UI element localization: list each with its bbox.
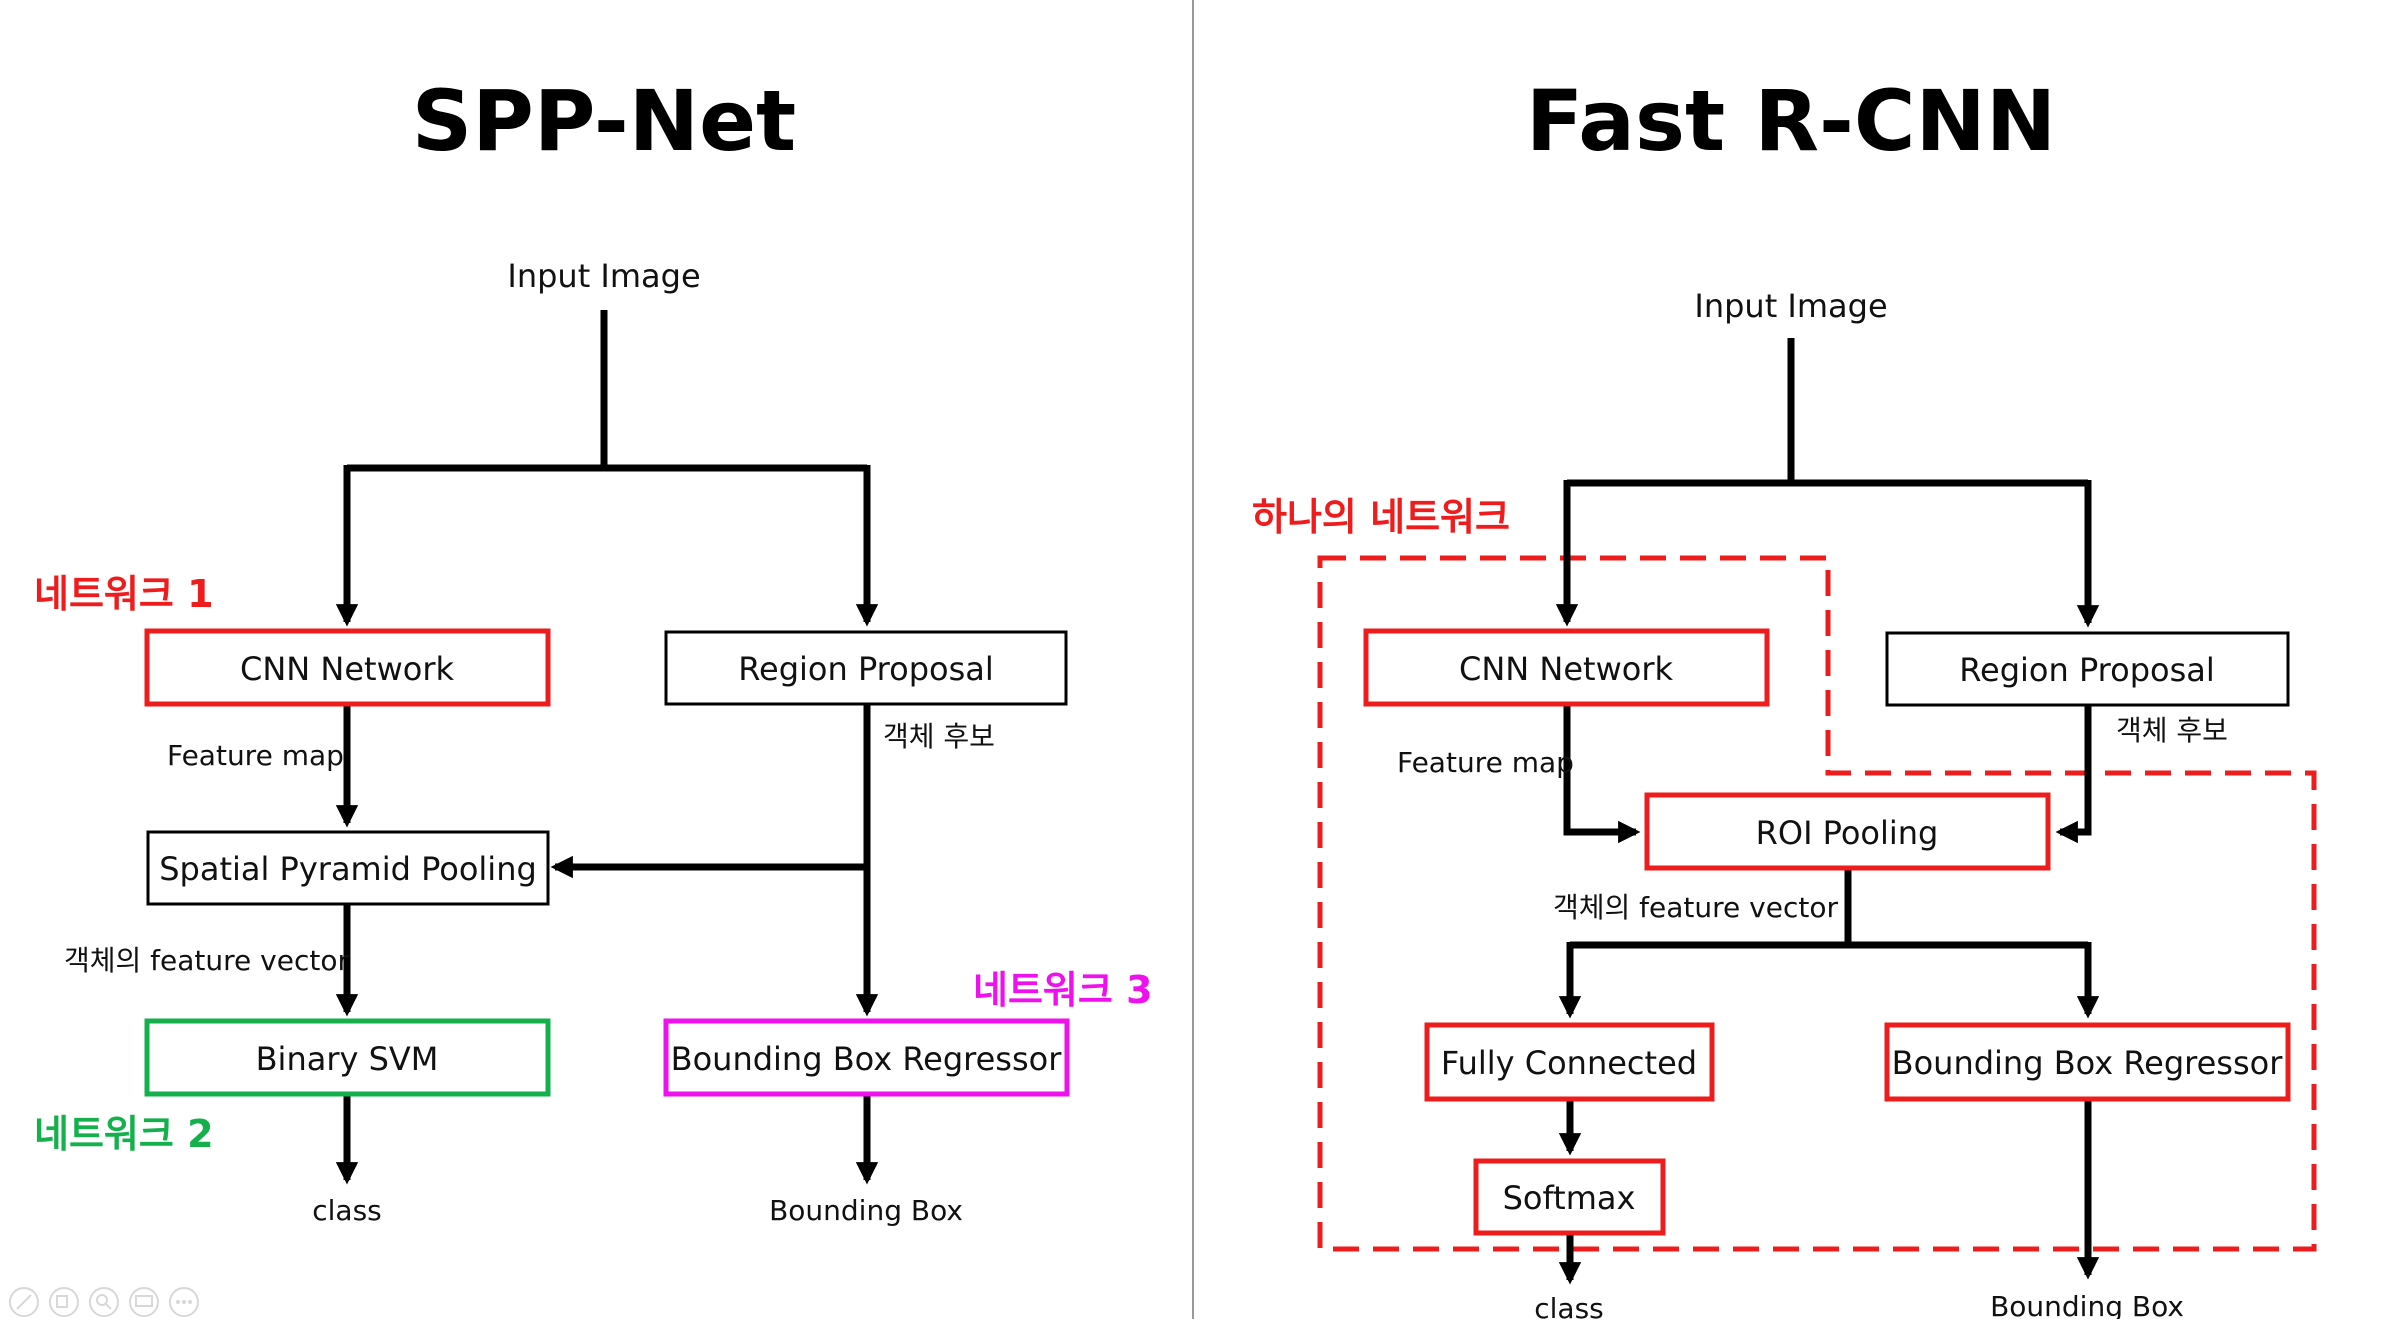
frcnn-cnn-network-label: CNN Network [1459,650,1673,688]
spp-net-panel: SPP-Net Input Image CNN Network Region P… [34,72,1153,1227]
fast-rcnn-panel: Fast R-CNN Input Image 하나의 네트워크 CNN Netw… [1252,72,2317,1319]
single-network-boundary [1317,555,2317,1252]
slideshow-toolbar [9,1287,199,1317]
pen-icon[interactable] [9,1287,39,1317]
spp-bbox-regressor-label: Bounding Box Regressor [671,1040,1063,1078]
spp-feature-map-label: Feature map [167,739,344,772]
spp-region-proposal-label: Region Proposal [738,650,994,688]
spp-input-image-label: Input Image [507,257,700,295]
slideshow-icon[interactable] [129,1287,159,1317]
frcnn-fully-connected-label: Fully Connected [1441,1044,1697,1082]
spp-spatial-pyramid-pooling-box [146,830,550,906]
spp-cnn-network-label: CNN Network [240,650,454,688]
spp-binary-svm-box [144,1018,551,1097]
spp-cnn-network-box [144,628,551,707]
frcnn-object-candidate-label: 객체 후보 [2116,714,2228,747]
spp-bbox-regressor-box [663,1018,1070,1097]
spp-region-proposal-box [664,630,1068,706]
frcnn-feature-map-label: Feature map [1397,746,1574,779]
spp-feature-vector-label: 객체의 feature vector [64,944,349,977]
arrow-region-to-roi [2055,705,2092,844]
frcnn-region-proposal-box [1885,631,2290,707]
spp-object-candidate-label: 객체 후보 [883,720,995,753]
frcnn-fully-connected-box [1424,1022,1715,1102]
frcnn-input-image-label: Input Image [1694,287,1887,325]
frcnn-output-class-label: class [1534,1292,1604,1319]
frcnn-bbox-regressor-label: Bounding Box Regressor [1892,1044,2284,1082]
frcnn-connectors [1555,338,2100,1285]
spp-spatial-pyramid-pooling-label: Spatial Pyramid Pooling [159,850,537,888]
copy-icon[interactable] [49,1287,79,1317]
frcnn-region-proposal-label: Region Proposal [1959,651,2215,689]
frcnn-softmax-box [1473,1158,1666,1236]
spp-binary-svm-label: Binary SVM [256,1040,439,1078]
network-2-label: 네트워크 2 [34,1112,214,1156]
spp-output-class-label: class [312,1194,382,1227]
more-icon[interactable] [169,1287,199,1317]
spp-net-title: SPP-Net [412,72,796,170]
frcnn-softmax-label: Softmax [1503,1179,1636,1217]
frcnn-cnn-network-box [1363,628,1770,707]
network-1-label: 네트워크 1 [34,572,214,616]
frcnn-bbox-regressor-box [1884,1022,2291,1102]
frcnn-roi-pooling-label: ROI Pooling [1756,814,1939,852]
fast-rcnn-title: Fast R-CNN [1526,72,2056,170]
spp-connectors [335,310,879,1185]
spp-output-bbox-label: Bounding Box [769,1194,963,1227]
frcnn-feature-vector-label: 객체의 feature vector [1553,891,1838,924]
single-network-label: 하나의 네트워크 [1252,495,1510,539]
network-3-label: 네트워크 3 [973,968,1153,1012]
arrow-cnn-to-roi [1563,704,1641,844]
frcnn-output-bbox-label: Bounding Box [1990,1290,2184,1319]
zoom-icon[interactable] [89,1287,119,1317]
frcnn-roi-pooling-box [1644,792,2051,871]
